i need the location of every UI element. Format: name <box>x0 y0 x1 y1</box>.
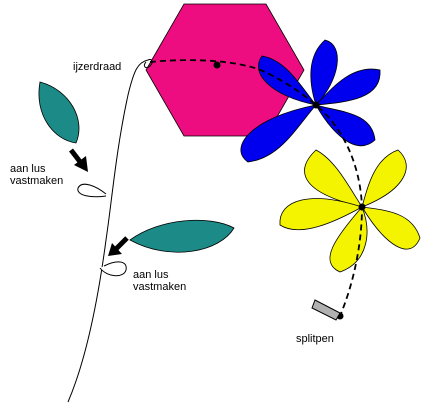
label-attach-loop-2-line1: aan lus <box>133 269 169 281</box>
wire-hook <box>143 59 153 69</box>
label-wire: ijzerdraad <box>73 61 121 73</box>
path-dot-blue-center <box>312 101 320 109</box>
wire-stem <box>67 59 149 403</box>
label-attach-loop-2-line2: vastmaken <box>133 281 186 293</box>
leaf-lower <box>129 219 235 253</box>
arrow-down-right-icon <box>69 148 88 172</box>
split-pin-shape <box>311 299 341 321</box>
label-attach-loop-1-line1: aan lus <box>10 163 46 175</box>
label-attach-loop-1-line2: vastmaken <box>10 175 63 187</box>
wire-loop-upper <box>77 183 107 198</box>
wire-loop-lower <box>99 261 127 277</box>
path-dot-top <box>213 61 221 69</box>
yellow-flower <box>279 149 421 273</box>
path-dot-yellow-center <box>358 203 366 211</box>
blue-flower <box>240 39 381 163</box>
label-split-pin: splitpen <box>296 333 334 345</box>
dashed-wire-path <box>149 59 363 317</box>
arrow-down-left-icon <box>108 236 129 256</box>
leaf-upper <box>38 81 80 144</box>
